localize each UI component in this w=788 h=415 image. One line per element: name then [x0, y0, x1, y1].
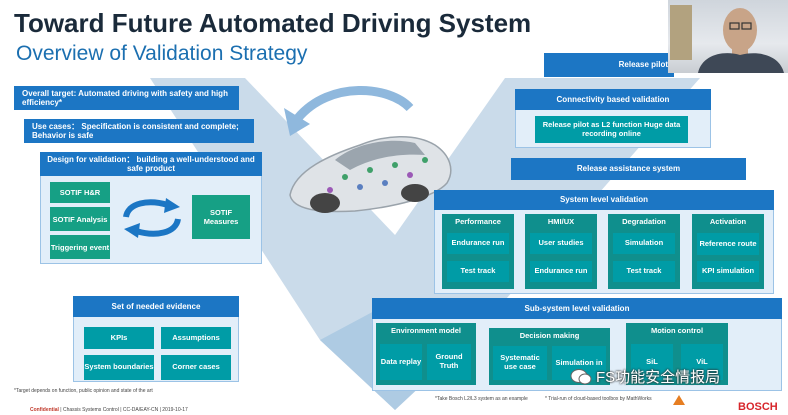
confidential-label: Confidential [30, 407, 59, 413]
sotif-hr-box: SOTIF H&R [50, 182, 110, 203]
data-replay-box: Data replay [380, 344, 422, 380]
corner-cases-box: Corner cases [161, 355, 231, 380]
car-illustration [289, 136, 452, 213]
systematic-use-case-box: Systematic use case [493, 346, 547, 380]
bosch-logo: BOSCH [738, 401, 778, 413]
sotif-measures-box: SOTIF Measures [192, 195, 250, 239]
footer-line: Confidential | Chassis Systems Control |… [30, 407, 188, 413]
hmi-user-studies: User studies [530, 233, 592, 254]
footnote-target: *Target depends on function, public opin… [14, 388, 153, 394]
sotif-analysis-box: SOTIF Analysis [50, 207, 110, 231]
kpis-box: KPIs [84, 327, 154, 349]
subsystem-title: Sub-system level validation [372, 298, 782, 319]
release-pilot-bar: Release pilot [544, 53, 674, 77]
performance-test-track: Test track [447, 261, 509, 282]
degradation-simulation: Simulation [613, 233, 675, 254]
ground-truth-box: Ground Truth [427, 344, 471, 380]
use-cases-bar: Use cases： Specification is consistent a… [24, 119, 254, 143]
sil-box: SiL [631, 344, 673, 380]
triggering-event-box: Triggering event [50, 235, 110, 259]
evidence-title: Set of needed evidence [73, 296, 239, 317]
footnote-bosch: *Take Bosch L2/L3 system as an example [435, 396, 528, 402]
footnote-trial: * Trial-run of cloud-based toolbox by Ma… [545, 396, 652, 402]
curved-arrow-icon [284, 86, 414, 136]
connectivity-title: Connectivity based validation [515, 89, 711, 110]
vil-box: ViL [681, 344, 723, 380]
mathworks-icon [673, 395, 685, 405]
system-boundaries-box: System boundaries [84, 355, 154, 380]
degradation-test-track: Test track [613, 261, 675, 282]
page-title: Toward Future Automated Driving System [14, 8, 532, 38]
presenter-figure [670, 5, 784, 73]
cycle-arrows-icon [123, 198, 181, 238]
release-assistance-bar: Release assistance system [511, 158, 746, 180]
page-subtitle: Overview of Validation Strategy [16, 42, 308, 65]
hmi-endurance-run: Endurance run [530, 261, 592, 282]
presenter-video [668, 0, 788, 73]
assumptions-box: Assumptions [161, 327, 231, 349]
system-level-title: System level validation [434, 190, 774, 210]
activation-kpi-simulation: KPI simulation [697, 261, 759, 282]
release-pilot-l2-box: Release pilot as L2 function Huge data r… [535, 116, 688, 143]
wechat-icon [570, 368, 592, 384]
activation-reference-route: Reference route [697, 233, 759, 255]
overall-target-bar: Overall target: Automated driving with s… [14, 86, 239, 110]
watermark: FS功能安全情报局 [570, 366, 720, 387]
performance-endurance-run: Endurance run [447, 233, 509, 254]
watermark-text: FS功能安全情报局 [596, 369, 721, 386]
footer-info: | Chassis Systems Control | CC-DA/EAY-CN… [60, 407, 188, 413]
design-validation-title: Design for validation： building a well-u… [40, 152, 262, 176]
